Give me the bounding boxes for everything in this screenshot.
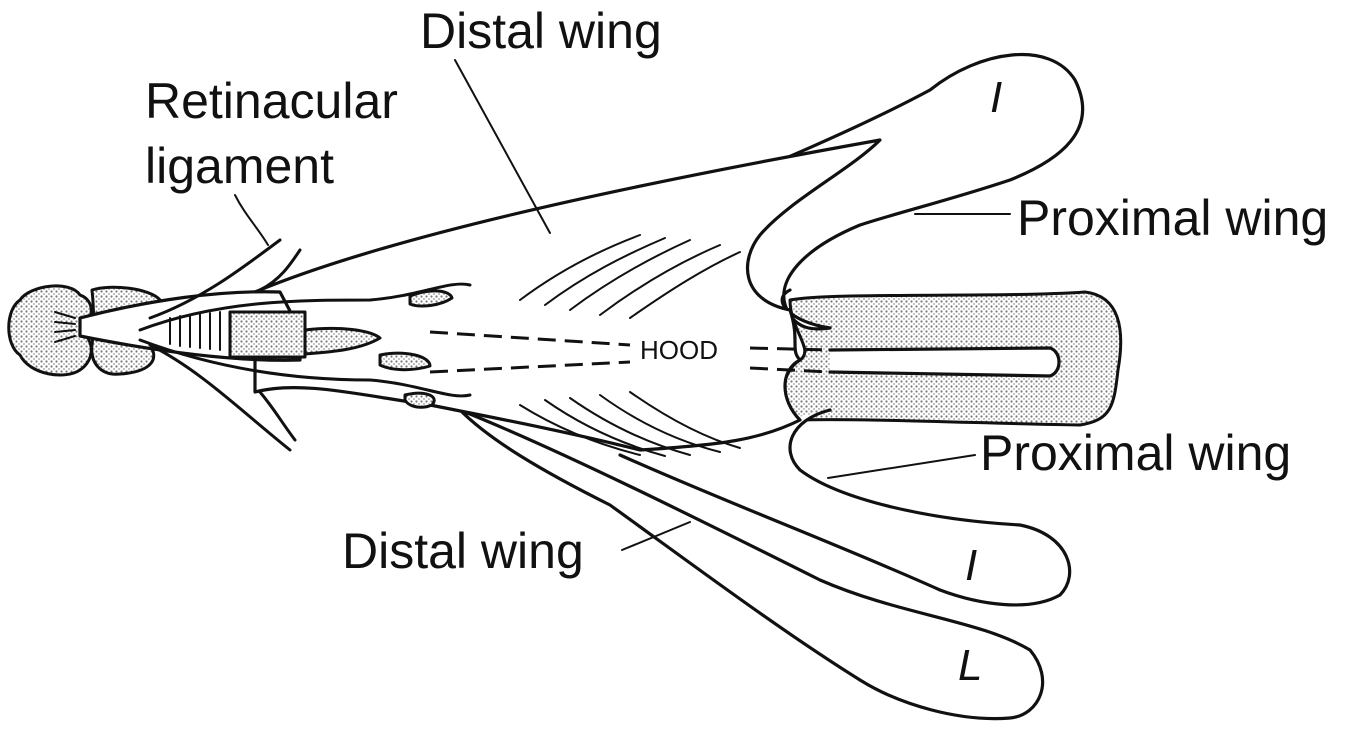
label-retinacular-line1: Retinacular [145,73,398,129]
label-hood: HOOD [640,335,718,365]
hood-fibres [519,234,741,457]
label-retinacular-line2: ligament [145,138,334,194]
label-proximal-wing-top: Proximal wing [1017,190,1328,246]
retinacular-ligament-top [148,238,302,320]
extensor-tendon-dashed-bottom [429,360,631,374]
label-lumbrical: L [958,641,982,690]
lateral-band-upper [138,282,472,332]
extensor-tendon-dashed-top [429,330,631,347]
leader-retinacular [234,194,269,246]
label-distal-wing-bottom: Distal wing [342,523,584,579]
label-proximal-wing-bottom: Proximal wing [980,425,1291,481]
label-interosseous-bottom: I [965,541,977,590]
leader-distal-wing-top [454,59,551,234]
leader-distal-wing-bottom [621,521,691,551]
central-slip-insertion [228,310,307,359]
tendon-hatching [169,311,221,351]
lateral-band-stipple-4 [403,391,436,409]
lateral-band-stipple-3 [378,351,432,372]
lumbrical [458,408,1045,721]
lateral-band-stipple-1 [303,326,382,356]
lateral-band-lower [138,338,472,398]
retinacular-ligament-bottom [148,343,297,452]
label-distal-wing-top: Distal wing [420,3,662,59]
interosseous-bottom [618,408,1072,607]
extensor-tendon-dashed-top-2 [749,346,831,352]
hood-sheet [253,138,882,452]
extensor-tendon-dashed-bottom-2 [749,366,831,374]
lateral-band-stipple-2 [408,289,454,308]
leader-proximal-wing-bottom [827,454,976,479]
label-interosseous-top: I [990,73,1002,122]
extensor-tendon [828,346,1061,378]
